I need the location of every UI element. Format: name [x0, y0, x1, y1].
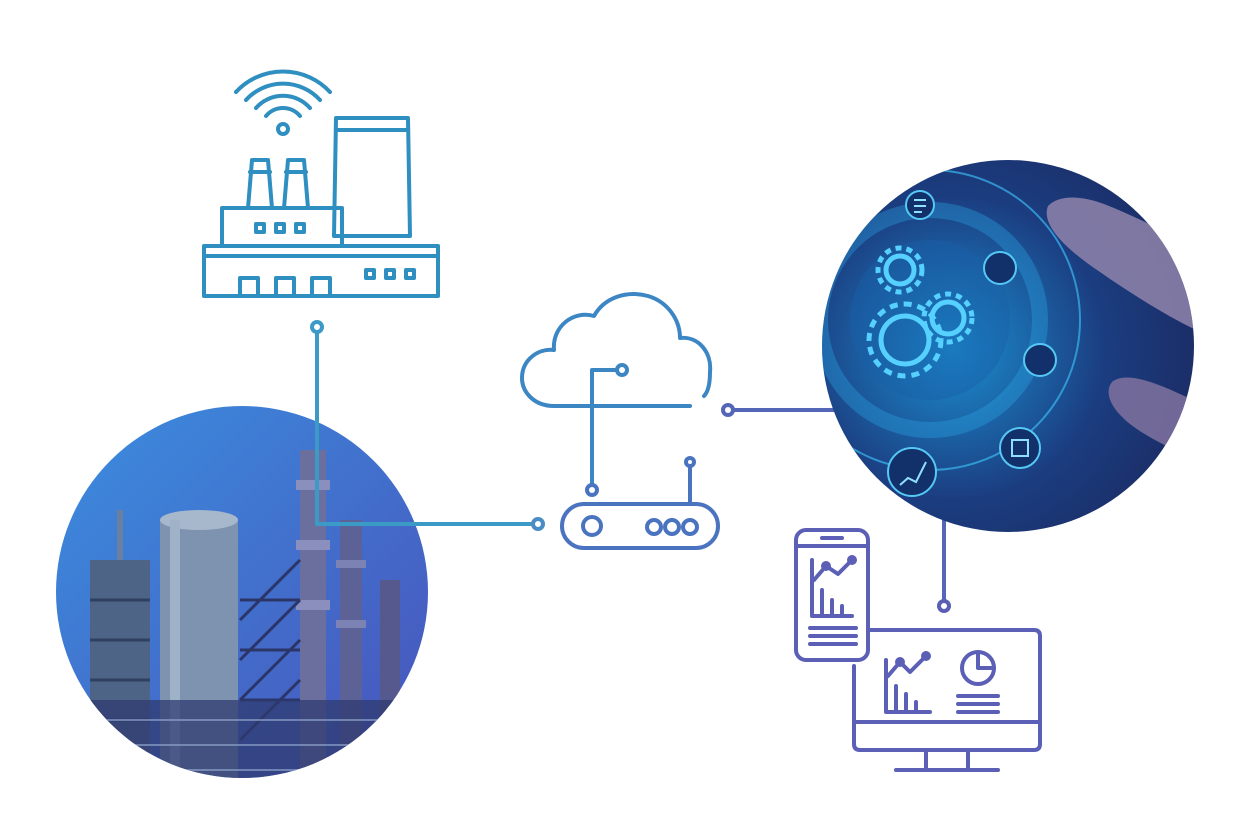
cloud-icon [520, 292, 713, 408]
connector-dot [721, 403, 735, 417]
connector-dot [531, 517, 545, 531]
industrial-plant-photo [56, 406, 428, 778]
link-cloud-router [590, 368, 622, 490]
router-gateway-icon [560, 456, 720, 550]
wifi-icon [234, 69, 332, 136]
smartphone-icon [794, 528, 870, 662]
head-icon [1023, 343, 1057, 377]
connector-dot [615, 363, 629, 377]
folder-icon [999, 427, 1041, 469]
growth-chart-icon [887, 447, 937, 497]
connector-dot [937, 599, 951, 613]
connector-dot [310, 320, 324, 334]
phone-and-monitor-dashboard-icon [794, 528, 1042, 772]
users-icon [983, 251, 1017, 285]
connector-dot [585, 483, 599, 497]
monitor-icon [852, 628, 1042, 772]
link-factory-router [315, 325, 538, 526]
finger-top [1046, 197, 1194, 340]
gear-icon [866, 245, 975, 379]
smart-factory-wifi-icon [202, 69, 440, 298]
hand-touching-gears-photo [822, 160, 1194, 532]
